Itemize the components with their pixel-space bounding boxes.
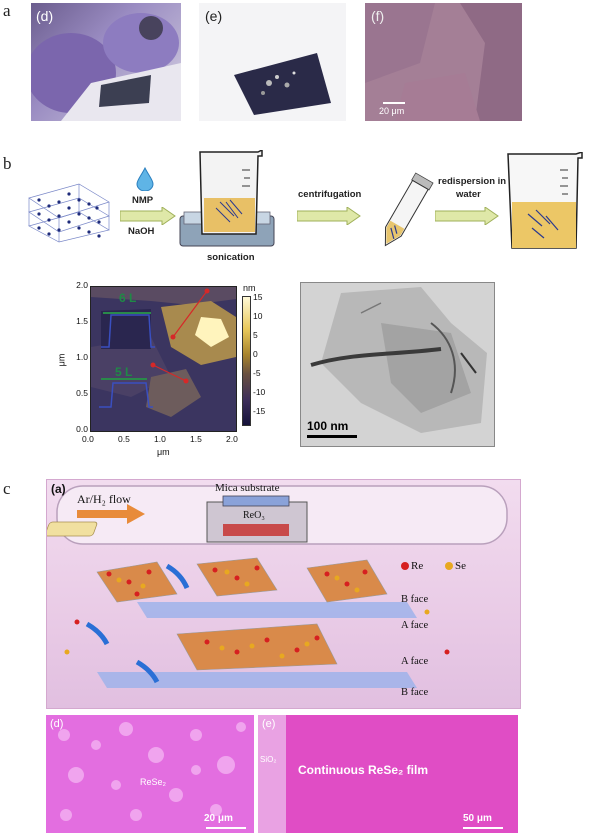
scale-label-d: 20 μm: [204, 813, 233, 824]
colorbar-tick: 0: [253, 349, 258, 359]
optical-e-label: (e): [262, 718, 276, 730]
panel-c-label: c: [3, 479, 11, 498]
bulk-crystal-lattice: [28, 183, 110, 243]
face-label-a-bottom: A face: [401, 656, 429, 667]
afm-x-tick: 2.0: [226, 434, 238, 444]
reo3-source-label: ReO₃: [243, 510, 265, 521]
continuous-film-label: Continuous ReSe₂ film: [298, 763, 429, 777]
arrow-3: [434, 206, 499, 230]
mica-substrate-label: Mica substrate: [215, 482, 280, 494]
sonication-bath-beaker: [179, 150, 275, 247]
optical-image-continuous-film: (e) SiO₂ Continuous ReSe₂ film 50 μm: [258, 715, 518, 833]
legend-re: Re: [411, 560, 424, 572]
photo-f-label: (f): [371, 8, 385, 24]
panel-b-label: b: [3, 154, 12, 173]
reagent-naoh: NaOH: [128, 226, 155, 237]
centrifugation-label: centrifugation: [298, 189, 362, 200]
afm-y-tick: 1.0: [76, 352, 88, 362]
afm-height-map: 6 L 5 L: [90, 286, 237, 432]
afm-y-tick: 1.5: [76, 316, 88, 326]
furnace-panel-label: (a): [51, 482, 66, 496]
afm-y-axis-title: μm: [56, 353, 67, 367]
face-label-b-top: B face: [401, 594, 429, 605]
reagent-nmp: NMP: [132, 195, 154, 206]
tem-scale-bar: [307, 435, 357, 438]
afm-x-tick: 1.5: [190, 434, 202, 444]
afm-colorbar: [242, 296, 251, 426]
redispersion-label-2: water: [456, 189, 481, 200]
arrow-1: [119, 206, 176, 230]
optical-image-isolated-flakes: (d) ReSe₂ 20 μm: [46, 715, 254, 833]
scale-bar-f: [383, 102, 405, 104]
sonication-label: sonication: [207, 252, 255, 263]
colorbar-tick: 5: [253, 330, 258, 340]
redispersion-label-1: redispersion in: [438, 176, 507, 187]
tem-scale-label: 100 nm: [307, 419, 349, 433]
afm-profile-label-6l: 6 L: [119, 291, 137, 305]
colorbar-tick: 10: [253, 311, 263, 321]
optical-d-label: (d): [50, 718, 64, 730]
photo-flake-wafer: (e): [199, 3, 346, 121]
afm-x-ticks: 0.0 0.5 1.0 1.5 2.0: [82, 434, 247, 446]
photo-optical-micrograph: (f) 20 μm: [365, 3, 522, 121]
scale-label-e: 50 μm: [463, 813, 492, 824]
colorbar-tick: -5: [253, 368, 261, 378]
afm-x-tick: 0.0: [82, 434, 94, 444]
tem-image: 100 nm: [300, 282, 495, 447]
optical-d-material: ReSe₂: [140, 777, 167, 787]
cvd-schematic: (a) Ar/H₂ flow Mica substrate ReO₃: [46, 479, 521, 709]
water-dispersion-beaker: [507, 152, 583, 249]
afm-x-tick: 0.5: [118, 434, 130, 444]
afm-y-ticks: 2.0 1.5 1.0 0.5 0.0: [66, 280, 88, 435]
centrifuge-tube: [384, 172, 434, 247]
scale-bar-e: [463, 827, 503, 829]
face-label-b-bottom: B face: [401, 687, 429, 698]
afm-profile-label-5l: 5 L: [115, 365, 133, 379]
scale-label-f: 20 μm: [379, 106, 405, 116]
scale-bar-d: [206, 827, 246, 829]
colorbar-ticks: 15 10 5 0 -5 -10 -15: [253, 292, 275, 424]
colorbar-unit: nm: [243, 283, 256, 293]
colorbar-tick: -15: [253, 406, 266, 416]
legend-se: Se: [455, 560, 466, 572]
colorbar-tick: 15: [253, 292, 263, 302]
photo-exfoliation: (d): [31, 3, 181, 121]
colorbar-tick: -10: [253, 387, 266, 397]
face-label-a-top: A face: [401, 620, 429, 631]
afm-x-tick: 1.0: [154, 434, 166, 444]
afm-y-tick: 2.0: [76, 280, 88, 290]
sio2-region-label: SiO₂: [260, 755, 277, 764]
gas-flow-label: Ar/H₂ flow: [77, 492, 131, 506]
panel-a-label: a: [3, 1, 11, 20]
photo-e-label: (e): [205, 8, 223, 24]
afm-y-tick: 0.0: [76, 424, 88, 434]
afm-x-axis-title: μm: [157, 447, 170, 457]
afm-y-tick: 0.5: [76, 388, 88, 398]
photo-d-label: (d): [36, 8, 54, 24]
arrow-2: [296, 206, 361, 230]
droplet-icon: [136, 167, 154, 191]
